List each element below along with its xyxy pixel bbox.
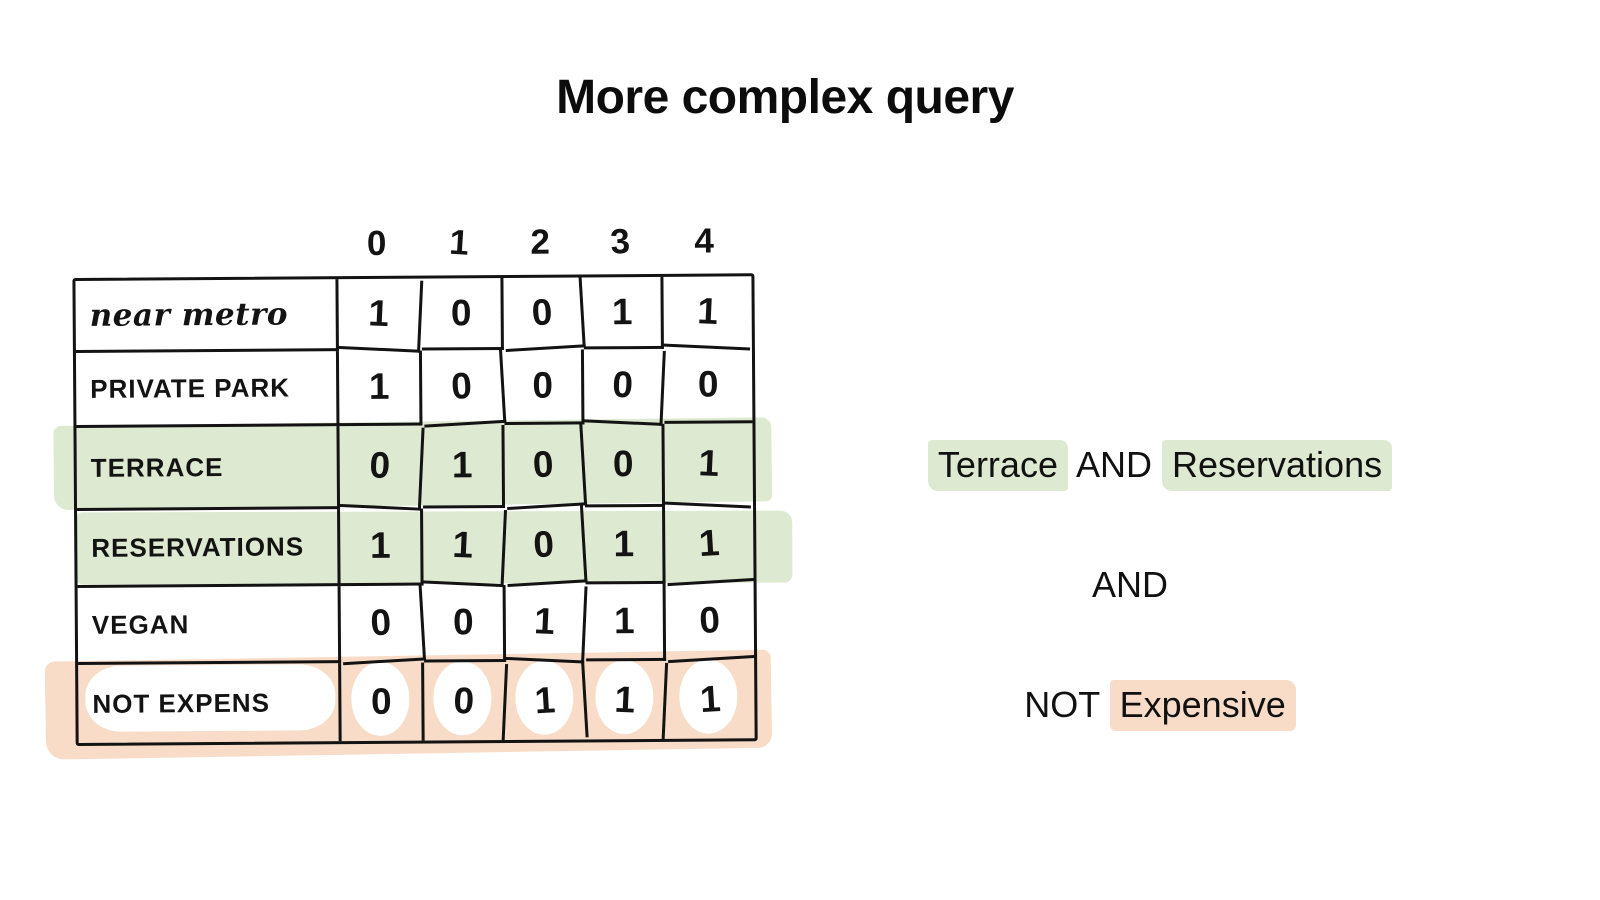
bitmap-cell: 0 [341, 662, 425, 742]
row-label-reservations: RESERVATIONS [77, 509, 341, 588]
bitmap-cell: 1 [585, 506, 666, 585]
query-expression: Terrace AND Reservations AND NOT Expensi… [820, 396, 1440, 802]
query-term-reservations: Reservations [1162, 440, 1393, 491]
bitmap-cell: 0 [338, 583, 427, 666]
page-title: More complex query [556, 71, 1014, 124]
column-header-0: 0 [366, 223, 387, 263]
bitmap-cell: 1 [663, 504, 756, 587]
row-label-near-metro: near metro [75, 279, 339, 353]
query-line-1: Terrace AND Reservations [820, 396, 1440, 534]
row-label-terrace: TERRACE [76, 426, 341, 511]
bitmap-cell: 1 [340, 508, 424, 587]
bitmap-cell: 0 [423, 584, 507, 663]
query-term-terrace: Terrace [927, 440, 1068, 491]
bitmap-cell: 0 [584, 423, 666, 508]
bitmap-cell: 1 [662, 421, 755, 509]
row-label-private-park: PRIVATE PARK [75, 351, 340, 428]
bitmap-cell: 0 [421, 277, 504, 351]
query-line-2: AND [1091, 564, 1168, 605]
bitmap-cell: 1 [583, 276, 664, 350]
bitmap-cell: 1 [504, 659, 589, 743]
query-operator-not: NOT [1024, 684, 1110, 725]
bitmap-cell: 0 [501, 275, 586, 353]
bitmap-cell: 0 [420, 347, 507, 428]
query-term-expensive: Expensive [1109, 680, 1296, 731]
bitmap-cell: 0 [502, 422, 588, 511]
query-operator-and: AND [1067, 444, 1162, 485]
bitmap-cell: 1 [337, 277, 424, 353]
bitmap-cell: 0 [663, 581, 757, 664]
column-headers: 0 1 2 3 4 [335, 213, 748, 272]
bitmap-cell: 0 [582, 347, 666, 426]
bitmap-cell: 0 [422, 660, 509, 743]
bitmap-table: near metro 1 0 0 1 1 PRIVATE PARK 1 0 0 … [72, 273, 758, 746]
bitmap-cell: 1 [422, 424, 506, 509]
bitmap-cell: 0 [503, 349, 585, 425]
bitmap-cell: 1 [584, 659, 669, 741]
bitmap-cell: 1 [421, 506, 508, 588]
bitmap-cell: 1 [698, 677, 722, 721]
bitmap-cell: 0 [503, 505, 588, 588]
query-line-3: NOT Expensive [820, 636, 1440, 774]
bitmap-cell: 0 [337, 424, 425, 511]
column-header-2: 2 [530, 222, 551, 262]
row-label-not-expens: NOT EXPENS [78, 663, 342, 743]
bitmap-cell: 1 [662, 274, 754, 351]
column-header-4: 4 [694, 221, 715, 261]
bitmap-cell: 1 [504, 582, 588, 664]
bitmap-cell: 0 [663, 348, 753, 424]
bitmap-cell: 1 [338, 350, 423, 427]
bitmap-cell: 1 [585, 583, 667, 662]
row-label-vegan: VEGAN [77, 586, 342, 665]
bitmap-table-area: 0 1 2 3 4 near metro 1 0 0 1 1 PRIVATE P… [44, 213, 793, 760]
column-header-3: 3 [609, 221, 632, 262]
column-header-1: 1 [448, 222, 471, 263]
